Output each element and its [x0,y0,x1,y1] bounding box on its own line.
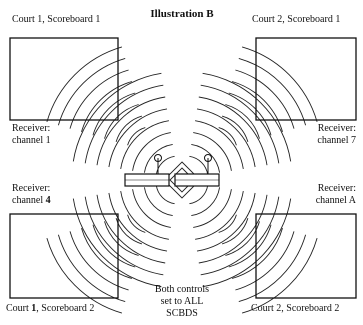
wave-arc [196,192,256,252]
label-receiver-a: Receiver: [317,183,356,194]
wave-arc [132,132,171,171]
wave-arc [120,191,169,240]
wave-arc [72,72,162,162]
illustration-title: Illustration B [150,8,214,20]
wave-arc [69,231,129,291]
wave-arc [115,217,143,245]
wave-arc [191,187,221,217]
wave-arc [189,185,209,205]
wave-arc [84,196,164,276]
wave-arc [81,81,133,133]
wave-arc [189,155,209,175]
wave-arc [202,198,292,288]
scoreboard-box-court1-sb1 [9,37,119,121]
wave-arc [46,237,123,314]
wave-arc [231,81,283,133]
label-channel-a: channel A [315,195,356,206]
wave-arc [221,217,249,245]
label-receiver-4: Receiver: [12,183,51,194]
label-court2-scoreboard1: Court 2, Scoreboard 1 [252,14,341,25]
label-channel-1: channel 1 [12,135,51,146]
wave-arc [231,227,283,279]
court1-sb2-suffix: , Scoreboard 2 [36,303,95,314]
wave-arc [92,224,136,268]
wave-arc [228,224,272,268]
wave-arc [241,46,318,123]
wave-arc [196,108,256,168]
wave-arc [132,189,171,228]
wave-arc [235,231,295,291]
scoreboard-box-court2-sb2 [255,213,357,299]
wave-arc [155,155,175,175]
label-receiver-1: Receiver: [12,123,51,134]
label-channel-4: channel 4 [12,195,51,207]
wave-arc [218,127,237,146]
wave-arc [81,227,133,279]
wave-arc [127,127,146,146]
note-line-1: Both controls [154,284,210,295]
wave-arc [198,96,268,166]
wave-arc [57,57,126,126]
wave-arc [195,120,244,169]
wave-arc [195,191,244,240]
wave-arc [46,46,123,123]
wave-arc [84,84,164,164]
wave-arc [228,92,272,136]
wave-arc [96,194,166,264]
wave-arc [200,196,280,276]
label-court1-scoreboard1: Court 1, Scoreboard 1 [12,14,101,25]
wave-arc [198,194,268,264]
wave-arc [218,214,237,233]
note-line-2: set to ALL [160,296,204,307]
wave-arc [127,214,146,233]
wave-arc [104,104,139,139]
court1-sb2-number: 1 [31,303,37,314]
wave-arc [72,198,162,288]
wave-arc [115,115,143,143]
label-receiver-7: Receiver: [317,123,356,134]
wave-arc [96,96,166,166]
wave-arc [155,185,175,205]
wave-arc [108,192,168,252]
wave-arc [225,104,260,139]
channel-4-prefix: channel [12,195,46,206]
wave-arc [238,57,307,126]
wave-arc [191,143,221,173]
wave-arc [92,92,136,136]
wave-arc [221,115,249,143]
wave-arc [241,237,318,314]
note-line-3: SCBDS [166,308,198,319]
channel-4-number: 4 [45,195,51,206]
wave-arc [104,221,139,256]
scoreboard-box-court1-sb2 [9,213,119,299]
wave-arc [108,108,168,168]
controller-right [174,154,220,187]
wave-arc [193,132,232,171]
scoreboard-box-court2-sb1 [255,37,357,121]
wave-arc [238,234,307,303]
label-channel-7: channel 7 [317,135,356,146]
court1-sb2-prefix: Court [6,303,32,314]
wave-arc [120,120,169,169]
wave-arc [202,72,292,162]
wave-arc [143,143,173,173]
wave-arc [225,221,260,256]
label-court2-scoreboard2: Court 2, Scoreboard 2 [251,303,340,314]
controller-left [124,154,170,187]
wave-arc [200,84,280,164]
wave-arc [193,189,232,228]
wave-arc [143,187,173,217]
label-court1-scoreboard2: Court 1, Scoreboard 2 [6,303,94,315]
